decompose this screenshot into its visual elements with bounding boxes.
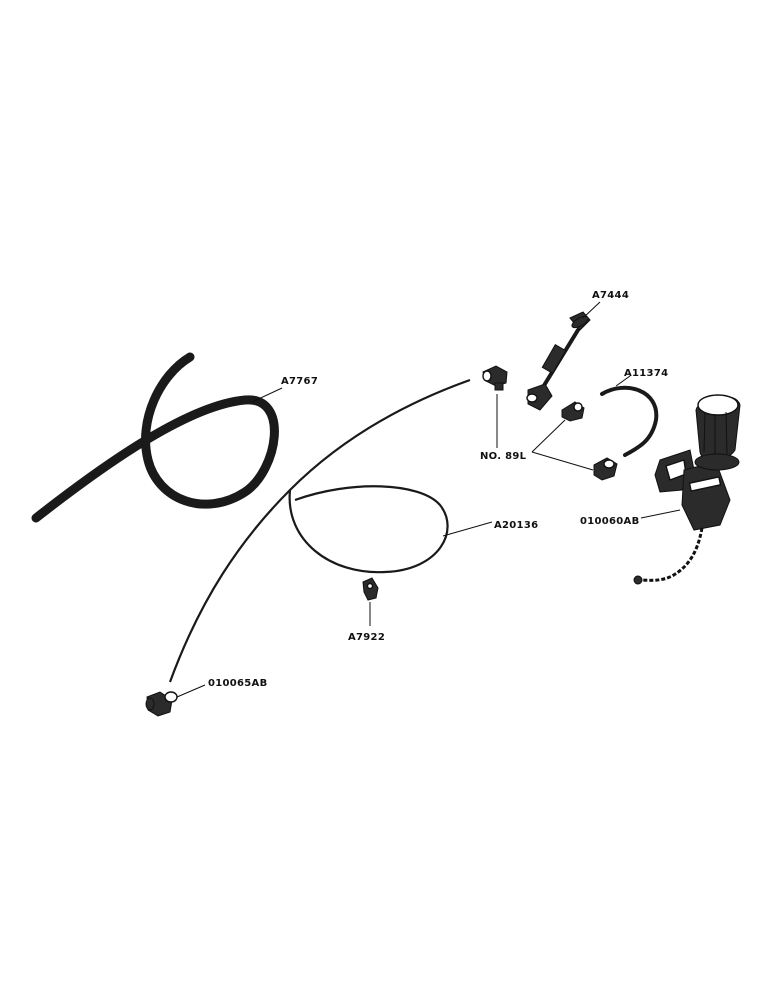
leader-a7767 [251,387,283,403]
fitting-no89l-top [482,365,508,391]
hose-a11374 [600,385,659,457]
label-a20136: A20136 [494,520,538,531]
leader-no89l-mid [531,419,566,453]
label-no89l: NO. 89L [480,451,527,462]
connector-a7444 [526,311,591,411]
fitting-010065ab [145,691,178,717]
leader-no89l-low [531,451,594,471]
leader-a20136 [442,521,493,537]
label-010065ab: 010065AB [208,678,268,689]
leader-010065ab [176,684,206,698]
leader-a7444 [582,301,601,319]
tube-a20136 [168,378,471,683]
leader-lines [176,301,681,698]
fitting-no89l-bottom [593,457,618,481]
label-a7922: A7922 [348,632,385,643]
fitting-no89l-middle [561,401,585,422]
hose-a7767 [31,352,279,523]
label-a7444: A7444 [592,290,629,301]
label-a7767: A7767 [281,376,318,387]
clip-a7922 [362,577,379,601]
leader-a11374 [615,375,631,387]
label-010060ab: 010060AB [580,516,640,527]
leader-010060ab [640,509,681,519]
pump-010060ab [633,394,741,585]
label-a11374: A11374 [624,368,668,379]
